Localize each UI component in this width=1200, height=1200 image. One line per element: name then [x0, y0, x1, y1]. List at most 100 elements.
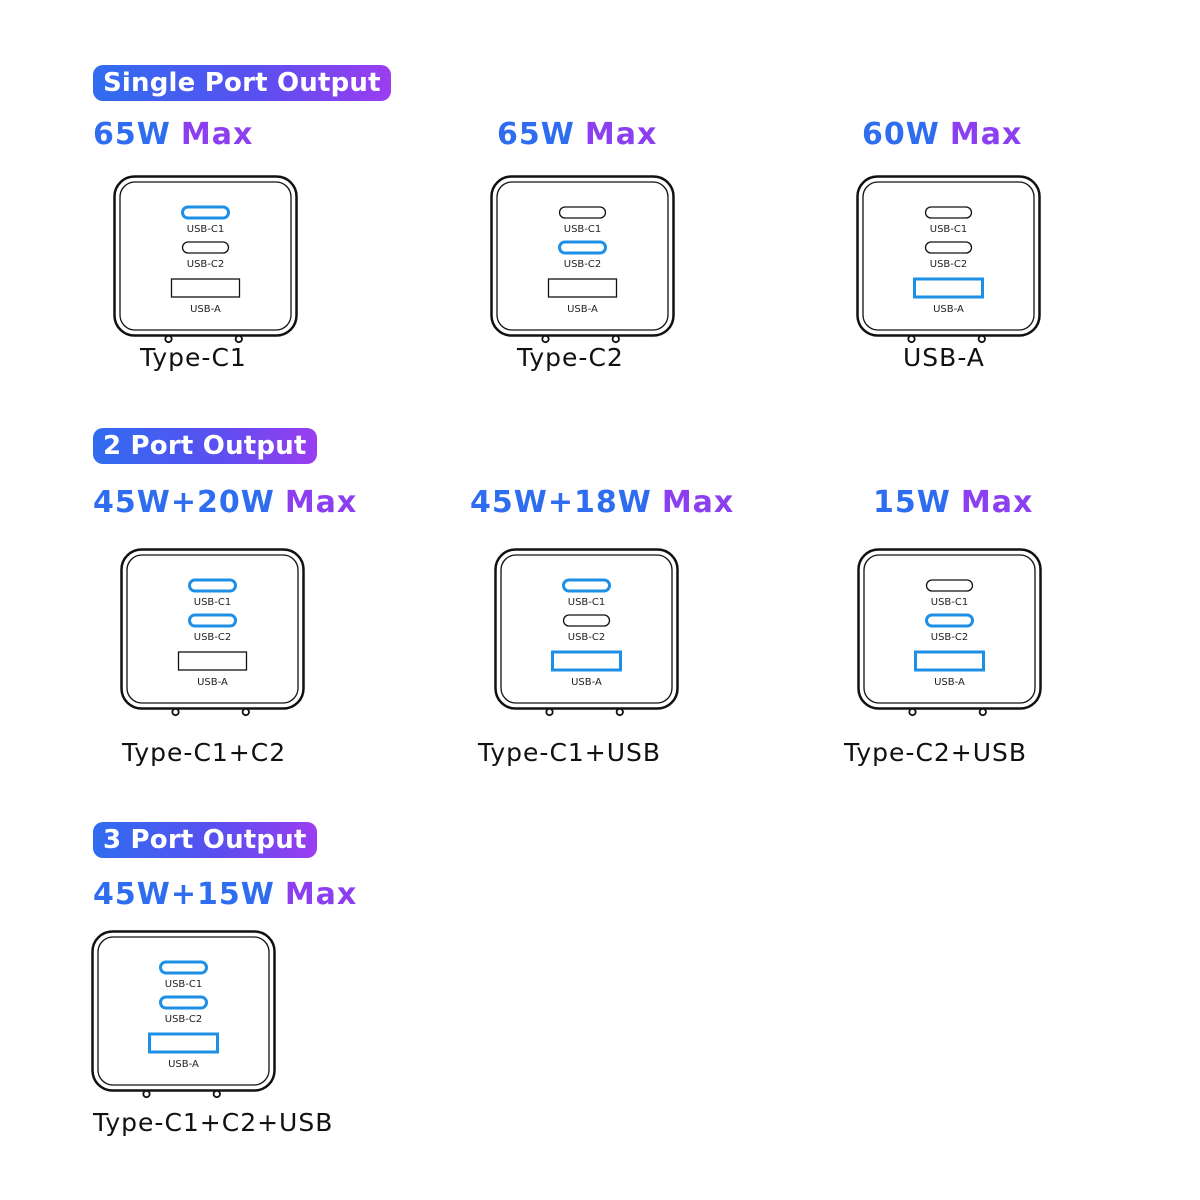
usb-c2-port [924, 241, 973, 254]
max-label: Max [949, 117, 1023, 152]
wattage-label: 60W Max [862, 117, 1022, 152]
plug-prong [908, 707, 917, 717]
usb-c2-label: USB-C2 [187, 259, 224, 270]
plug-prong [541, 334, 550, 344]
watts-value: 65W [93, 117, 171, 152]
charger-body [857, 548, 1042, 710]
wattage-label: 45W+20W Max [93, 485, 357, 520]
charger-face [97, 936, 270, 1086]
charger-face [496, 181, 669, 331]
watts-value: 45W+15W [93, 877, 275, 912]
watts-value: 45W+20W [93, 485, 275, 520]
max-label: Max [180, 117, 254, 152]
usb-c1-port [558, 206, 607, 219]
port-combination-caption: Type-C1+C2 [122, 738, 287, 767]
plug-prong [241, 707, 250, 717]
max-label: Max [584, 117, 658, 152]
usb-a-label: USB-A [190, 304, 221, 315]
usb-a-port [914, 650, 985, 672]
section-title-single-port: Single Port Output [93, 65, 391, 101]
plug-prong [545, 707, 554, 717]
usb-c2-label: USB-C2 [165, 1014, 202, 1025]
usb-c2-label: USB-C2 [568, 632, 605, 643]
plug-prong [615, 707, 624, 717]
wattage-label: 45W+18W Max [470, 485, 734, 520]
usb-a-port [551, 650, 622, 672]
usb-a-label: USB-A [168, 1059, 199, 1070]
port-combination-caption: Type-C1+USB [478, 738, 662, 767]
watts-value: 45W+18W [470, 485, 652, 520]
plug-prong [611, 334, 620, 344]
usb-c1-port [188, 578, 237, 593]
usb-a-port [148, 1032, 219, 1054]
port-combination-caption: Type-C2 [517, 343, 624, 372]
port-combination-caption: USB-A [903, 343, 985, 372]
usb-a-port [170, 278, 241, 298]
usb-c2-port [562, 614, 611, 627]
usb-a-label: USB-A [933, 304, 964, 315]
usb-c2-label: USB-C2 [930, 259, 967, 270]
plug-prong [171, 707, 180, 717]
plug-prong [907, 334, 916, 344]
port-combination-caption: Type-C2+USB [844, 738, 1028, 767]
plug-prong [164, 334, 173, 344]
wattage-label: 45W+15W Max [93, 877, 357, 912]
usb-c1-label: USB-C1 [568, 597, 605, 608]
watts-value: 65W [497, 117, 575, 152]
port-combination-caption: Type-C1 [140, 343, 247, 372]
plug-prong [234, 334, 243, 344]
max-label: Max [661, 485, 735, 520]
usb-c2-label: USB-C2 [194, 632, 231, 643]
charger-body [490, 175, 675, 337]
usb-c1-port [562, 578, 611, 593]
plug-prong [978, 707, 987, 717]
max-label: Max [960, 485, 1034, 520]
usb-c1-port [159, 960, 208, 975]
charger-face [126, 554, 299, 704]
charger-face [862, 181, 1035, 331]
usb-c2-label: USB-C2 [564, 259, 601, 270]
max-label: Max [284, 485, 358, 520]
usb-c1-port [925, 579, 974, 592]
usb-a-port [913, 277, 984, 299]
charger-face [863, 554, 1036, 704]
port-combination-caption: Type-C1+C2+USB [93, 1108, 334, 1137]
usb-c2-port [188, 613, 237, 628]
usb-a-port [177, 651, 248, 671]
plug-prong [142, 1089, 151, 1099]
usb-c1-label: USB-C1 [564, 224, 601, 235]
usb-a-label: USB-A [567, 304, 598, 315]
usb-a-label: USB-A [197, 677, 228, 688]
usb-c1-label: USB-C1 [930, 224, 967, 235]
max-label: Max [284, 877, 358, 912]
watts-value: 60W [862, 117, 940, 152]
charger-body [120, 548, 305, 710]
wattage-label: 65W Max [93, 117, 253, 152]
charger-face [119, 181, 292, 331]
wattage-label: 65W Max [497, 117, 657, 152]
usb-a-port [547, 278, 618, 298]
usb-c2-label: USB-C2 [931, 632, 968, 643]
wattage-label: 15W Max [873, 485, 1033, 520]
section-title-three-port: 3 Port Output [93, 822, 317, 858]
usb-c1-port [924, 206, 973, 219]
usb-a-label: USB-A [571, 677, 602, 688]
charger-body [113, 175, 298, 337]
usb-c2-port [181, 241, 230, 254]
watts-value: 15W [873, 485, 951, 520]
usb-c1-label: USB-C1 [165, 979, 202, 990]
charger-body [91, 930, 276, 1092]
charger-body [494, 548, 679, 710]
